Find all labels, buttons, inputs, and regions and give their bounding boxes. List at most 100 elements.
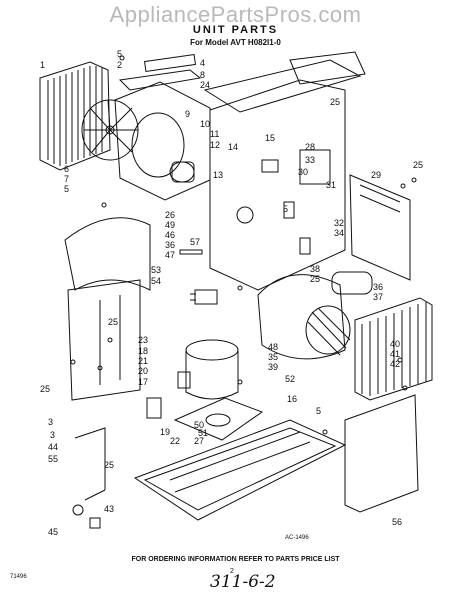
callout-number: 30 — [298, 167, 308, 177]
compressor — [177, 339, 239, 400]
callout-number: 51 — [198, 428, 208, 438]
callout-number: 43 — [104, 504, 114, 514]
callout-number: 53 — [151, 265, 161, 275]
callout-number: 22 — [170, 436, 180, 446]
callout-number: 52 — [285, 374, 295, 384]
callout-number: 28 — [305, 142, 315, 152]
callout-number: 41 — [390, 349, 400, 359]
callout-number: 46 — [165, 230, 175, 240]
callout-number: 25 — [413, 160, 423, 170]
callout-number: 17 — [138, 377, 148, 387]
callout-number: 35 — [268, 352, 278, 362]
callout-number: 25 — [310, 274, 320, 284]
callout-number: 31 — [326, 180, 336, 190]
evaporator-coil — [354, 297, 433, 401]
callout-number: 54 — [151, 276, 161, 286]
mounting-panel — [344, 394, 419, 513]
callout-number: 19 — [160, 427, 170, 437]
callout-number: 11 — [210, 129, 219, 139]
capacitor — [146, 397, 162, 419]
callout-number: 29 — [371, 170, 381, 180]
callout-number: 34 — [334, 228, 344, 238]
callout-number: 5 — [316, 406, 321, 416]
callout-number: 3 — [50, 430, 55, 440]
callout-number: 12 — [210, 140, 220, 150]
callout-number: 26 — [165, 210, 175, 220]
footer-note: FOR ORDERING INFORMATION REFER TO PARTS … — [131, 556, 340, 563]
callout-number: 50 — [194, 420, 204, 430]
callout-number: 1 — [40, 60, 45, 70]
callout-number: 36 — [373, 282, 383, 292]
callout-number: 23 — [138, 335, 148, 345]
condenser-coil-left — [39, 61, 111, 171]
callout-number: 24 — [200, 80, 210, 90]
callout-number: 39 — [268, 362, 278, 372]
top-rail — [118, 69, 202, 91]
handwritten-note: 311-6-2 — [210, 572, 276, 592]
callout-number: 7 — [64, 174, 69, 184]
callout-number: 57 — [190, 237, 200, 247]
screws — [70, 55, 417, 435]
callout-number: 25 — [40, 384, 50, 394]
callout-number: 49 — [165, 220, 175, 230]
callout-number: 18 — [138, 346, 148, 356]
base-partition-left — [67, 279, 141, 401]
callout-number: 20 — [138, 366, 148, 376]
callout-number: 10 — [200, 119, 210, 129]
diagram-title: UNIT PARTS — [192, 24, 279, 36]
date-code: 71496 — [10, 574, 27, 580]
callout-number: 45 — [48, 527, 58, 537]
callout-number: 8 — [200, 70, 205, 80]
callout-number: 42 — [390, 359, 400, 369]
fan-blade — [81, 99, 139, 161]
top-bracket — [143, 54, 197, 72]
thermostat — [190, 289, 218, 305]
callout-number: 2 — [117, 60, 122, 70]
callout-number: 32 — [334, 218, 344, 228]
callout-number: 5 — [283, 204, 288, 214]
callout-number: 25 — [104, 460, 114, 470]
callout-number: 55 — [48, 454, 58, 464]
callout-number: 5 — [117, 49, 122, 59]
callout-number: 16 — [287, 394, 297, 404]
callout-number: 4 — [200, 58, 205, 68]
callout-number: 36 — [165, 240, 175, 250]
callout-number: 3 — [48, 417, 53, 427]
callout-number: 27 — [194, 436, 204, 446]
fan-motor — [169, 161, 195, 183]
page-number: 2 — [230, 568, 234, 575]
base-pan — [133, 419, 347, 521]
callout-number: 13 — [213, 170, 223, 180]
filter-rod — [179, 249, 203, 255]
callout-number: 15 — [265, 133, 275, 143]
compressor-mounting-plate — [173, 397, 264, 441]
callout-number: 5 — [64, 184, 69, 194]
scroll-housing — [64, 217, 151, 291]
callout-number: 14 — [228, 142, 238, 152]
callout-number: 44 — [48, 442, 58, 452]
callout-number: 9 — [185, 109, 190, 119]
callout-number: 33 — [305, 155, 315, 165]
callout-number: 25 — [108, 317, 118, 327]
callout-number: 47 — [165, 250, 175, 260]
callout-number: 37 — [373, 292, 383, 302]
callout-number: 40 — [390, 339, 400, 349]
blower-wheel — [257, 274, 351, 360]
right-side-panel — [349, 174, 411, 281]
callout-number: 6 — [64, 164, 69, 174]
model-line: For Model AVT H082I1-0 — [190, 38, 281, 47]
orifice-panel — [114, 81, 211, 201]
callout-number: 38 — [310, 264, 320, 274]
callout-number: 56 — [392, 517, 402, 527]
watermark: AppliancePartsPros.com — [109, 2, 362, 27]
callout-number: 48 — [268, 342, 278, 352]
drain-tube — [72, 427, 106, 529]
callout-number: 25 — [330, 97, 340, 107]
blower-motor — [331, 271, 373, 295]
center-partition — [203, 51, 366, 291]
drawing-code: AC-1496 — [285, 535, 309, 541]
callout-number: 21 — [138, 356, 148, 366]
